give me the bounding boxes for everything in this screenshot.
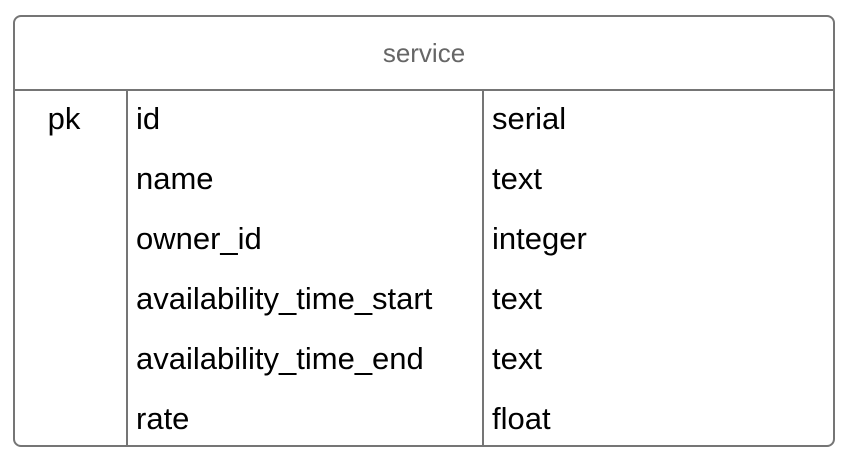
column-key <box>39 391 123 451</box>
column-name: id <box>136 101 161 136</box>
entity-title: service <box>15 17 833 91</box>
column-key <box>39 151 123 211</box>
column-name: owner_id <box>136 221 262 256</box>
column-name: availability_time_end <box>136 341 424 376</box>
column-type: float <box>492 401 551 436</box>
column-row-owner-id: owner_id integer <box>15 211 833 271</box>
key-column-divider <box>126 91 128 445</box>
column-row-id: pk id serial <box>15 91 833 151</box>
column-key <box>39 331 123 391</box>
column-type: text <box>492 161 542 196</box>
column-name: name <box>136 161 214 196</box>
column-row-rate: rate float <box>15 391 833 451</box>
column-type: integer <box>492 221 587 256</box>
column-key <box>39 271 123 331</box>
column-name: availability_time_start <box>136 281 433 316</box>
column-type: serial <box>492 101 567 136</box>
entity-service: service pk id serial name text owner_id … <box>13 15 835 447</box>
column-type: text <box>492 281 542 316</box>
column-type: text <box>492 341 542 376</box>
type-column-divider <box>482 91 484 445</box>
column-row-availability-time-end: availability_time_end text <box>15 331 833 391</box>
column-row-name: name text <box>15 151 833 211</box>
column-key: pk <box>47 101 81 136</box>
entity-columns: pk id serial name text owner_id integer … <box>15 91 833 445</box>
column-row-availability-time-start: availability_time_start text <box>15 271 833 331</box>
column-name: rate <box>136 401 190 436</box>
column-key <box>39 211 123 271</box>
